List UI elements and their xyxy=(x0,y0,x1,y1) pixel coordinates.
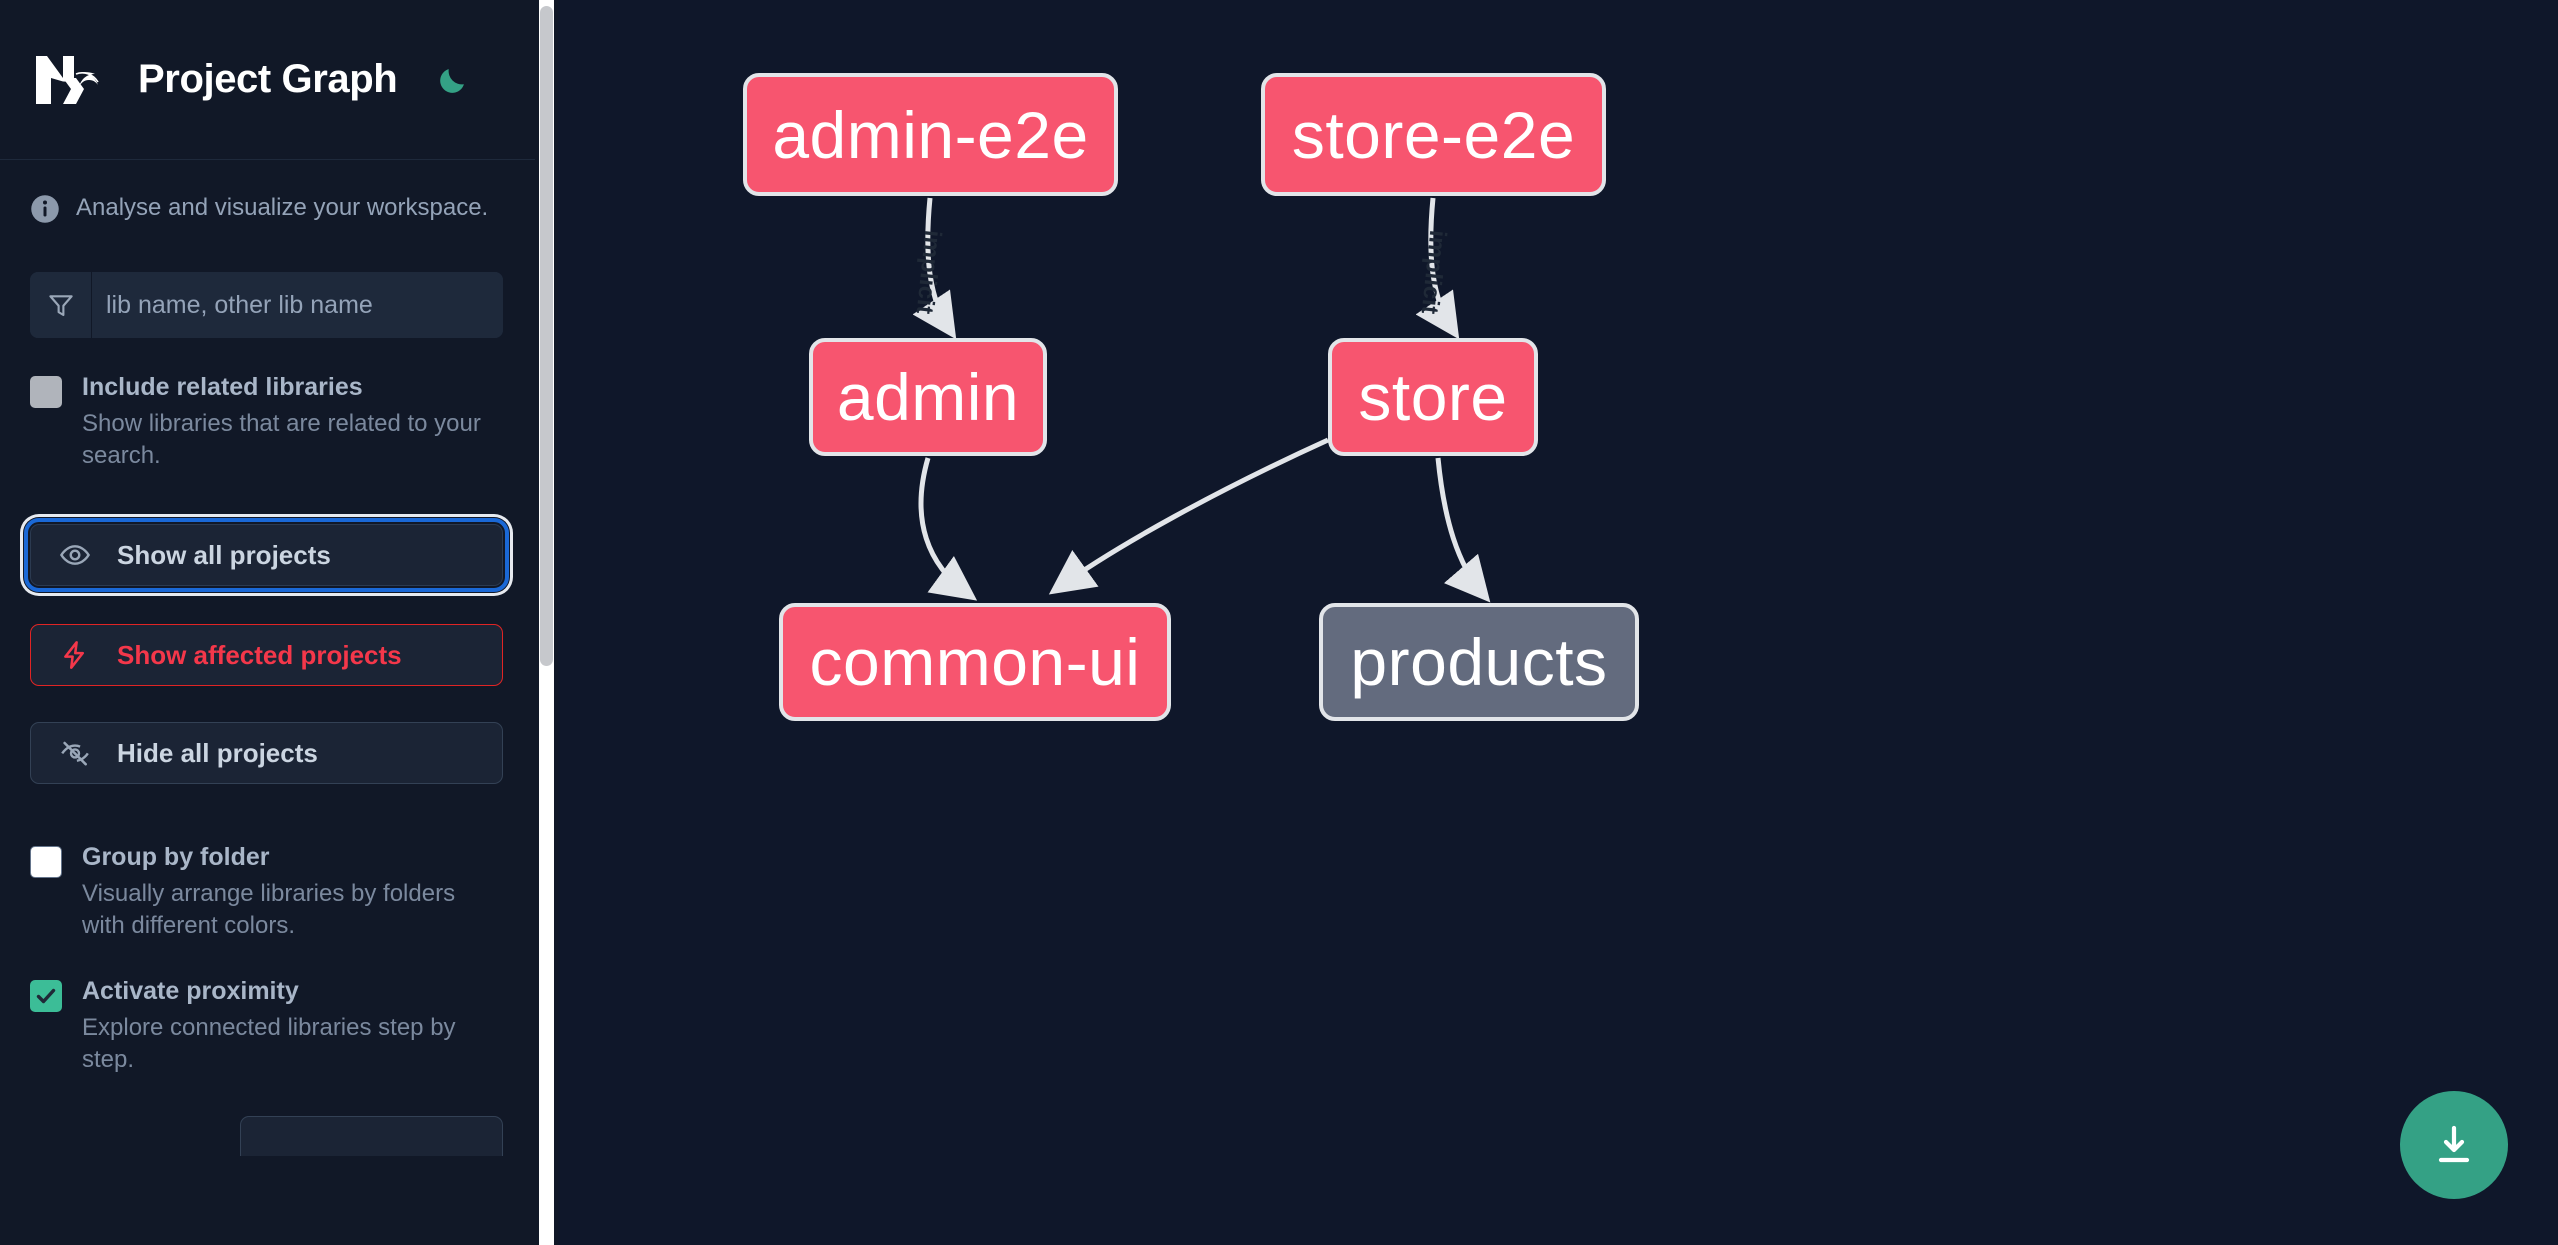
edge-store-to-common-ui xyxy=(1048,437,1330,595)
nx-logo-icon xyxy=(32,52,110,108)
node-label: store-e2e xyxy=(1291,97,1576,172)
option-group-by-folder[interactable]: Group by folder Visually arrange librari… xyxy=(30,842,503,942)
graph-node-store-e2e[interactable]: store-e2e xyxy=(1261,73,1606,196)
eye-icon xyxy=(59,539,91,571)
show-affected-projects-button[interactable]: Show affected projects xyxy=(30,624,503,687)
graph-node-common-ui[interactable]: common-ui xyxy=(779,603,1171,721)
graph-node-admin[interactable]: admin xyxy=(809,338,1047,456)
edge-store-to-products xyxy=(1435,457,1491,603)
graph-node-products[interactable]: products xyxy=(1319,603,1639,721)
graph-node-store[interactable]: store xyxy=(1328,338,1538,456)
graph-canvas[interactable]: admin-e2e store-e2e admin store common-u… xyxy=(558,0,2558,1245)
edge-store-e2e-to-store xyxy=(1415,197,1460,340)
option-label: Group by folder xyxy=(82,843,270,872)
option-label: Include related libraries xyxy=(82,373,363,402)
option-include-related-libraries[interactable]: Include related libraries Show libraries… xyxy=(30,372,503,472)
eye-off-icon xyxy=(59,737,91,769)
show-affected-projects-label: Show affected projects xyxy=(117,639,402,670)
edge-admin-to-common-ui xyxy=(918,457,978,601)
download-button[interactable] xyxy=(2400,1091,2508,1199)
hide-all-projects-label: Hide all projects xyxy=(117,737,318,768)
option-description: Explore connected libraries step by step… xyxy=(82,1013,456,1074)
workspace-note: Analyse and visualize your workspace. xyxy=(0,160,535,224)
show-all-projects-label: Show all projects xyxy=(117,539,331,570)
option-description: Visually arrange libraries by folders wi… xyxy=(82,879,456,940)
option-description: Show libraries that are related to your … xyxy=(82,409,481,470)
workspace-note-text: Analyse and visualize your workspace. xyxy=(76,194,489,221)
node-label: admin xyxy=(836,360,1020,434)
node-label: common-ui xyxy=(809,625,1141,699)
option-activate-proximity[interactable]: Activate proximity Explore connected lib… xyxy=(30,976,503,1076)
graph-node-admin-e2e[interactable]: admin-e2e xyxy=(743,73,1118,196)
sidebar-scrollbar-track[interactable] xyxy=(539,0,554,1245)
node-label: products xyxy=(1350,625,1608,699)
filter-bar xyxy=(30,272,503,339)
bottom-toolbar-partial[interactable] xyxy=(240,1116,503,1157)
sidebar-scroll-area: Project Graph Analyse and visualize your… xyxy=(0,0,535,1245)
info-icon xyxy=(30,194,60,224)
download-icon xyxy=(2430,1121,2478,1169)
sidebar-scrollbar-thumb[interactable] xyxy=(540,6,553,666)
sidebar-header: Project Graph xyxy=(0,0,535,160)
checkbox-activate-proximity[interactable] xyxy=(30,980,62,1013)
checkbox-group-by-folder[interactable] xyxy=(30,846,62,879)
search-input[interactable] xyxy=(92,272,503,339)
node-label: store xyxy=(1358,360,1508,434)
moon-icon[interactable] xyxy=(427,54,479,106)
sidebar: Project Graph Analyse and visualize your… xyxy=(0,0,558,1245)
lightning-bolt-icon xyxy=(59,639,91,671)
edge-admin-e2e-to-admin xyxy=(912,197,957,340)
option-label: Activate proximity xyxy=(82,977,299,1006)
graph-edges xyxy=(912,197,1491,603)
hide-all-projects-button[interactable]: Hide all projects xyxy=(30,722,503,785)
funnel-icon[interactable] xyxy=(30,272,92,339)
node-label: admin-e2e xyxy=(772,97,1089,172)
checkbox-include-related-libraries[interactable] xyxy=(30,376,62,409)
show-all-projects-button[interactable]: Show all projects xyxy=(24,518,509,593)
page-title: Project Graph xyxy=(138,57,398,101)
